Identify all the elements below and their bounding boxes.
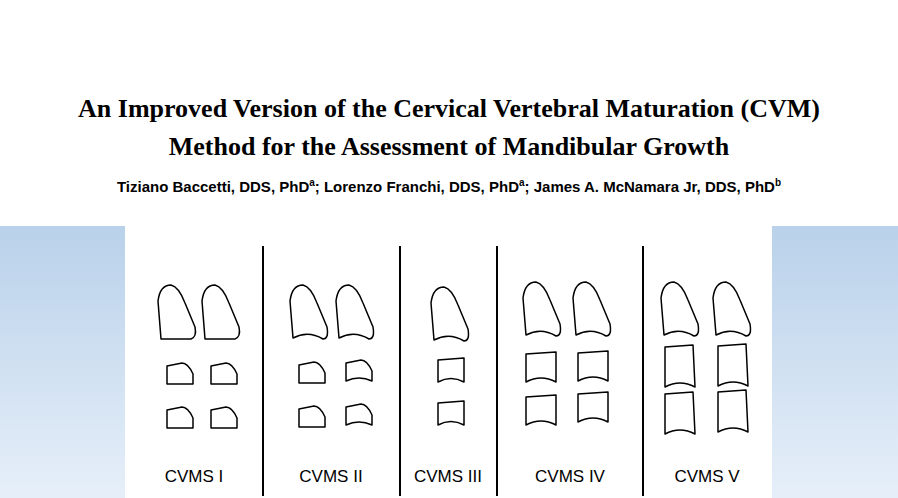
- affiliation-mark: a: [309, 177, 315, 188]
- stage-label: CVMS IV: [533, 467, 607, 487]
- paper-title: An Improved Version of the Cervical Vert…: [69, 90, 829, 166]
- author-name: ; James A. McNamara Jr, DDS, PhD: [525, 178, 775, 195]
- stage-label: CVMS III: [412, 467, 484, 487]
- side-panel: [0, 226, 125, 498]
- author-name: ; Lorenzo Franchi, DDS, PhD: [315, 178, 519, 195]
- stage-label: CVMS II: [297, 467, 364, 487]
- author-line: Tiziano Baccetti, DDS, PhDa; Lorenzo Fra…: [0, 178, 898, 195]
- affiliation-mark: a: [519, 177, 525, 188]
- stage-label: CVMS V: [672, 467, 741, 487]
- vertebra-shapes: [158, 282, 751, 434]
- stage-separators: [263, 246, 643, 496]
- stage-label: CVMS I: [163, 467, 226, 487]
- side-panel: [772, 226, 898, 498]
- author-name: Tiziano Baccetti, DDS, PhD: [117, 178, 309, 195]
- affiliation-mark: b: [775, 177, 781, 188]
